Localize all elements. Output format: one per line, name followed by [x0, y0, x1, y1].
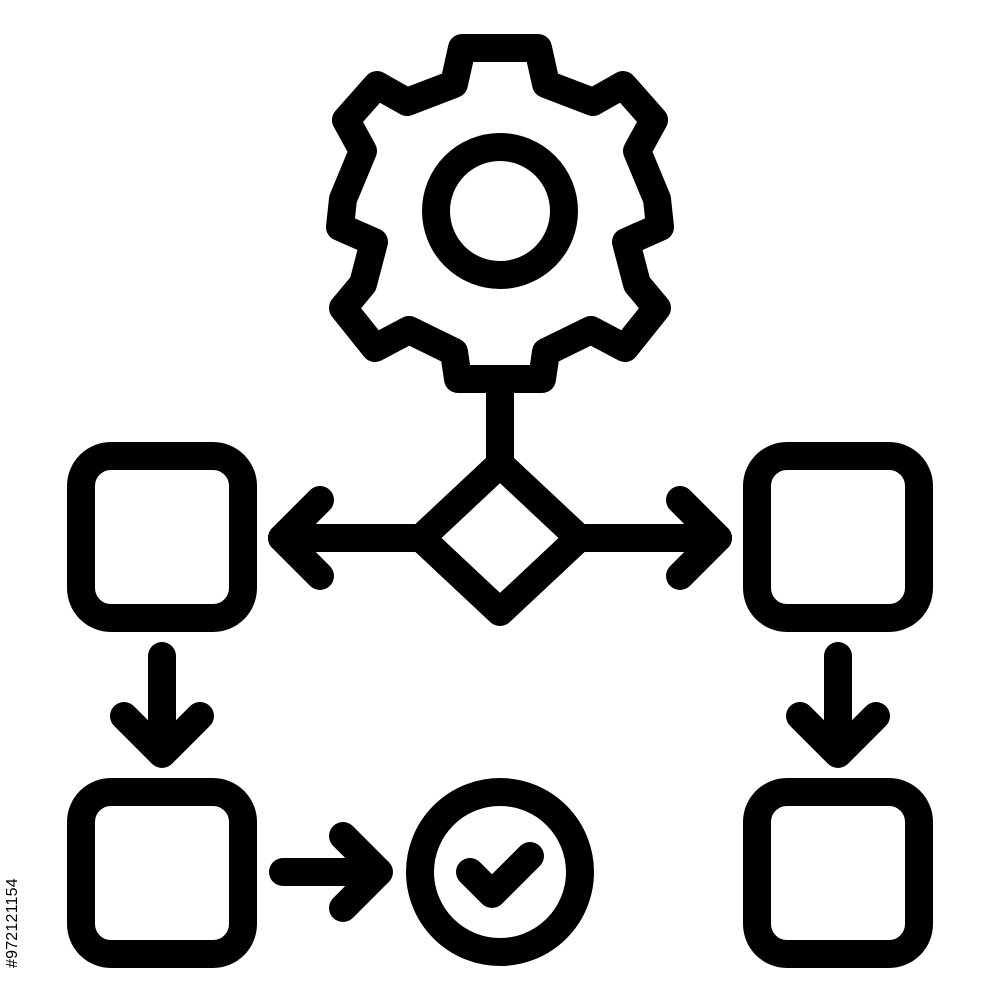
process-box-icon: [743, 778, 933, 968]
arrow-down-icon: [110, 642, 214, 768]
decision-diamond-icon: [407, 450, 593, 626]
gear-icon: [326, 34, 674, 393]
arrow-right-icon: [269, 822, 393, 922]
arrow-right-icon: [565, 486, 732, 590]
arrow-down-icon: [786, 642, 890, 768]
process-box-icon: [743, 442, 933, 632]
arrow-left-icon: [268, 486, 435, 590]
gear-hub-icon: [422, 133, 578, 289]
process-box-icon: [67, 778, 257, 968]
process-box-icon: [67, 442, 257, 632]
stock-id-watermark: #972121154: [4, 878, 21, 968]
checkmark-circle-icon: [406, 778, 594, 966]
